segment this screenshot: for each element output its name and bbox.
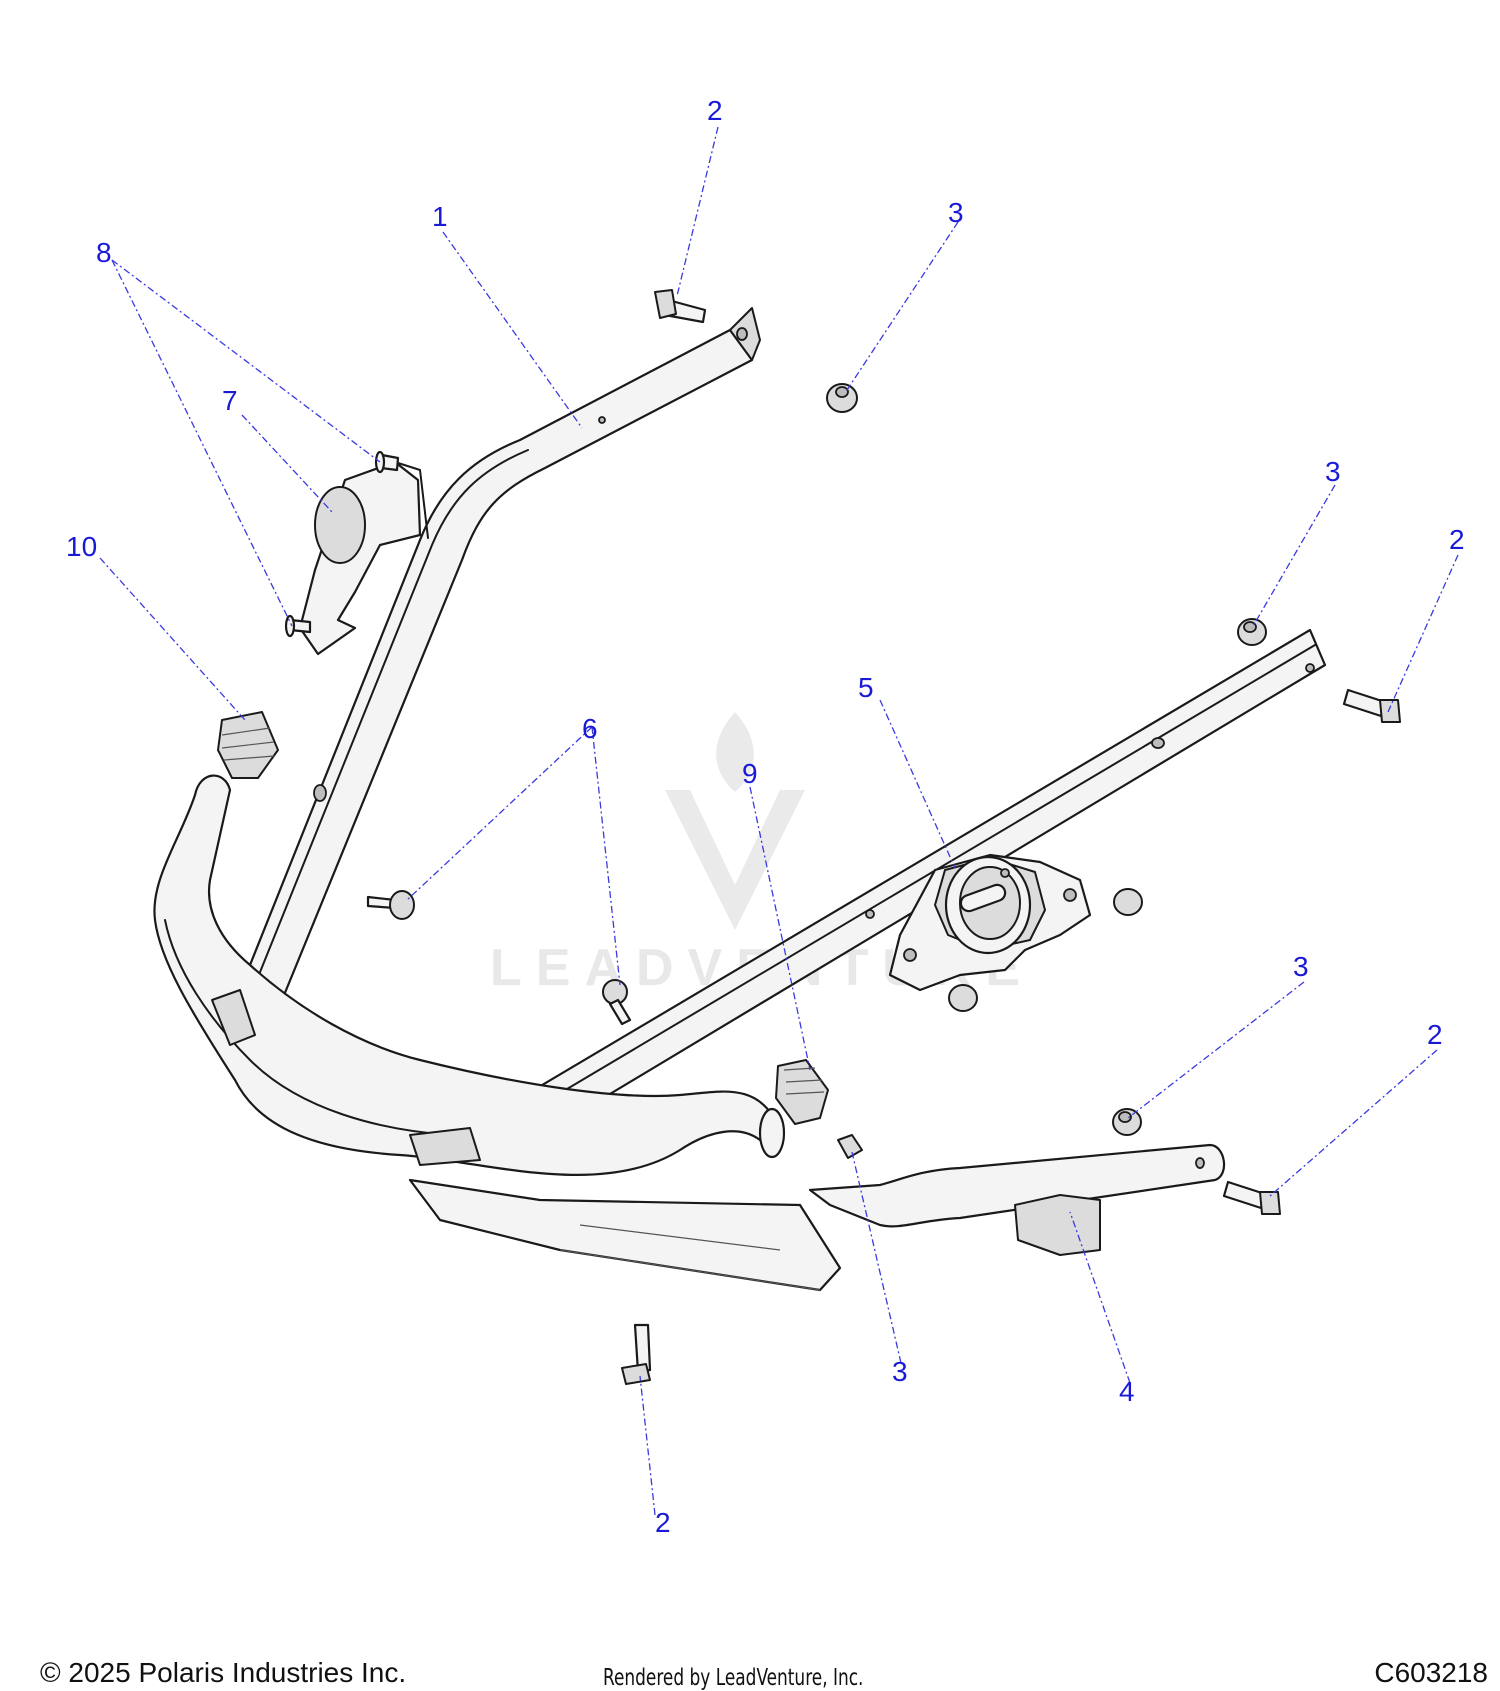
leader-lines [99, 126, 1459, 1516]
bolt-2b [1342, 688, 1401, 723]
callout-10: 10 [66, 531, 97, 562]
nut-3a [826, 383, 858, 413]
rivet-6b [602, 979, 632, 1026]
callout-2: 2 [707, 95, 723, 126]
copyright-text: © 2025 Polaris Industries Inc. [40, 1657, 407, 1688]
skid-plate [408, 1178, 842, 1292]
nut-3d [837, 1134, 863, 1159]
rivet-8b [284, 614, 312, 638]
nut-3c [1112, 1108, 1142, 1136]
callout-2: 2 [1449, 524, 1465, 555]
part-7-bracket [298, 460, 429, 656]
washer-a [1113, 888, 1143, 916]
callout-3: 3 [948, 197, 964, 228]
rivet-6a [366, 890, 415, 920]
callout-4: 4 [1119, 1376, 1135, 1407]
bolt-2c [1222, 1180, 1281, 1215]
bolt-2d [621, 1323, 652, 1385]
nut-3b [1237, 618, 1267, 646]
callout-3: 3 [892, 1356, 908, 1387]
rivet-8a [374, 450, 400, 474]
callout-3: 3 [1293, 951, 1309, 982]
callout-5: 5 [858, 672, 874, 703]
callout-6: 6 [582, 713, 598, 744]
callout-2: 2 [1427, 1019, 1443, 1050]
watermark-flame-icon [716, 712, 754, 792]
front-bumper-tube [153, 774, 786, 1176]
callout-labels: 1 2 2 2 2 3 3 3 3 4 5 6 7 8 9 10 [66, 95, 1465, 1538]
callout-1: 1 [432, 201, 448, 232]
callout-9: 9 [742, 758, 758, 789]
part-1-upper-tube [238, 307, 761, 1007]
washer-b [948, 984, 978, 1012]
callout-3: 3 [1325, 456, 1341, 487]
rendered-by-text: Rendered by LeadVenture, Inc. [603, 1665, 864, 1691]
diagram-code: C603218 [1374, 1657, 1488, 1688]
watermark-v-icon [665, 790, 805, 930]
callout-2: 2 [655, 1507, 671, 1538]
callout-8: 8 [96, 237, 112, 268]
part-4-bracket [808, 1143, 1226, 1256]
part-5-lower-tube [498, 628, 1327, 1150]
part-9-plug [775, 1059, 829, 1125]
part-10-plug [217, 711, 279, 779]
bolt-2a [654, 289, 707, 324]
callout-7: 7 [222, 385, 238, 416]
